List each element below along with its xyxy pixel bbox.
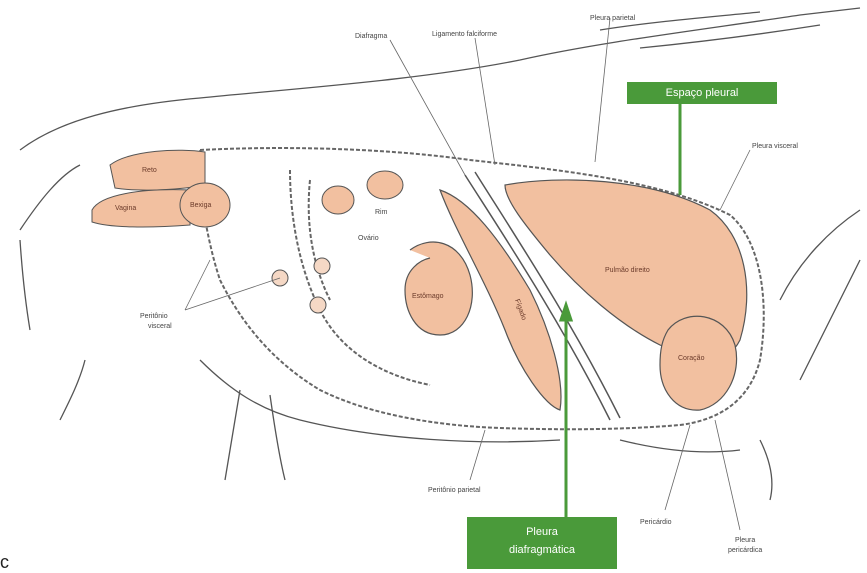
label-ligamento-falciforme: Ligamento falciforme [432,31,497,38]
label-peritonio-visceral-1: Peritônio [140,313,168,320]
espaco-pleural-text: Espaço pleural [666,87,739,99]
label-pleura-parietal: Pleura parietal [590,15,636,22]
label-pleura-pericardica-1: Pleura [735,537,755,544]
pleura-diafragmatica-line1: Pleura [467,523,617,541]
label-pleura-visceral: Pleura visceral [752,143,798,150]
small-organs [272,171,403,313]
label-bexiga: Bexiga [190,202,212,209]
label-estomago: Estômago [412,293,444,300]
label-pleura-pericardica-2: pericárdica [728,547,762,554]
label-ovario: Ovário [358,235,379,242]
label-peritonio-visceral-2: visceral [148,323,172,330]
stomach [405,242,472,335]
heart [660,316,737,410]
label-pulmao-direito: Pulmão direito [605,267,650,274]
label-rim: Rim [375,209,388,216]
label-diafragma: Diafragma [355,33,387,40]
label-pericardio: Pericárdio [640,519,672,526]
label-reto: Reto [142,167,157,174]
pleura-diafragmatica-callout: Pleura diafragmática [467,517,617,569]
pelvic-organs [92,150,230,227]
label-coracao: Coração [678,355,705,362]
espaco-pleural-callout: Espaço pleural [627,82,777,104]
label-vagina: Vagina [115,205,136,212]
cut-off-text: c [0,552,9,573]
label-peritonio-parietal: Peritônio parietal [428,487,481,494]
pleura-diafragmatica-line2: diafragmática [467,541,617,559]
